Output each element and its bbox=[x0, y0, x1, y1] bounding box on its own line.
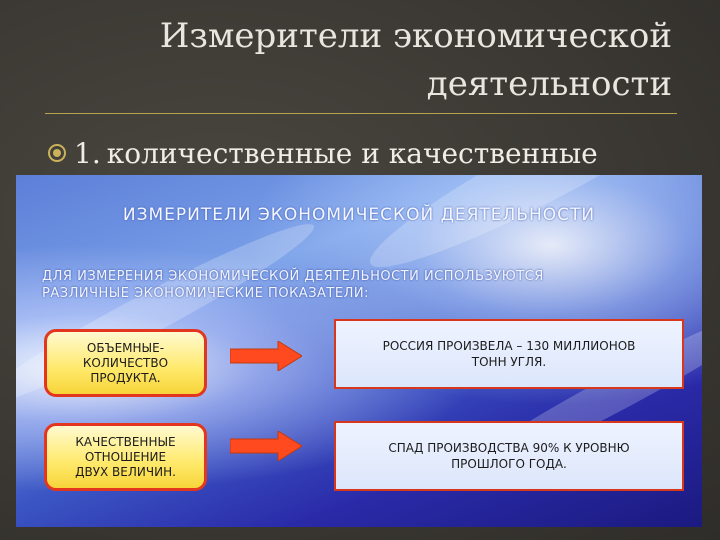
bullet-number: 1. bbox=[74, 136, 101, 170]
category-box-quality: КАЧЕСТВЕННЫЕ ОТНОШЕНИЕ ДВУХ ВЕЛИЧИН. bbox=[44, 423, 207, 491]
example-box-quality: СПАД ПРОИЗВОДСТВА 90% К УРОВНЮ ПРОШЛОГО … bbox=[334, 421, 684, 491]
slide-title: Измерители экономической деятельности bbox=[159, 16, 672, 104]
infographic-image: ИЗМЕРИТЕЛИ ЭКОНОМИЧЕСКОЙ ДЕЯТЕЛЬНОСТИ ДЛ… bbox=[16, 175, 702, 527]
infographic-subheading: ДЛЯ ИЗМЕРЕНИЯ ЭКОНОМИЧЕСКОЙ ДЕЯТЕЛЬНОСТИ… bbox=[42, 268, 544, 302]
infographic-heading: ИЗМЕРИТЕЛИ ЭКОНОМИЧЕСКОЙ ДЕЯТЕЛЬНОСТИ bbox=[122, 205, 596, 225]
category-box-volume: ОБЪЕМНЫЕ- КОЛИЧЕСТВО ПРОДУКТА. bbox=[44, 329, 207, 397]
right-arrow-icon bbox=[230, 341, 302, 371]
right-arrow-icon bbox=[230, 431, 302, 461]
subheading-line: ДЛЯ ИЗМЕРЕНИЯ ЭКОНОМИЧЕСКОЙ ДЕЯТЕЛЬНОСТИ… bbox=[42, 269, 544, 284]
bullet-icon bbox=[48, 144, 66, 162]
bullet-text: количественные и качественные bbox=[106, 136, 598, 170]
example-box-volume: РОССИЯ ПРОИЗВЕЛА – 130 МИЛЛИОНОВ ТОНН УГ… bbox=[334, 319, 684, 389]
title-divider bbox=[45, 113, 677, 114]
bullet-item: 1. количественные и качественные bbox=[48, 135, 598, 171]
subheading-line: РАЗЛИЧНЫЕ ЭКОНОМИЧЕСКИЕ ПОКАЗАТЕЛИ: bbox=[42, 286, 369, 301]
